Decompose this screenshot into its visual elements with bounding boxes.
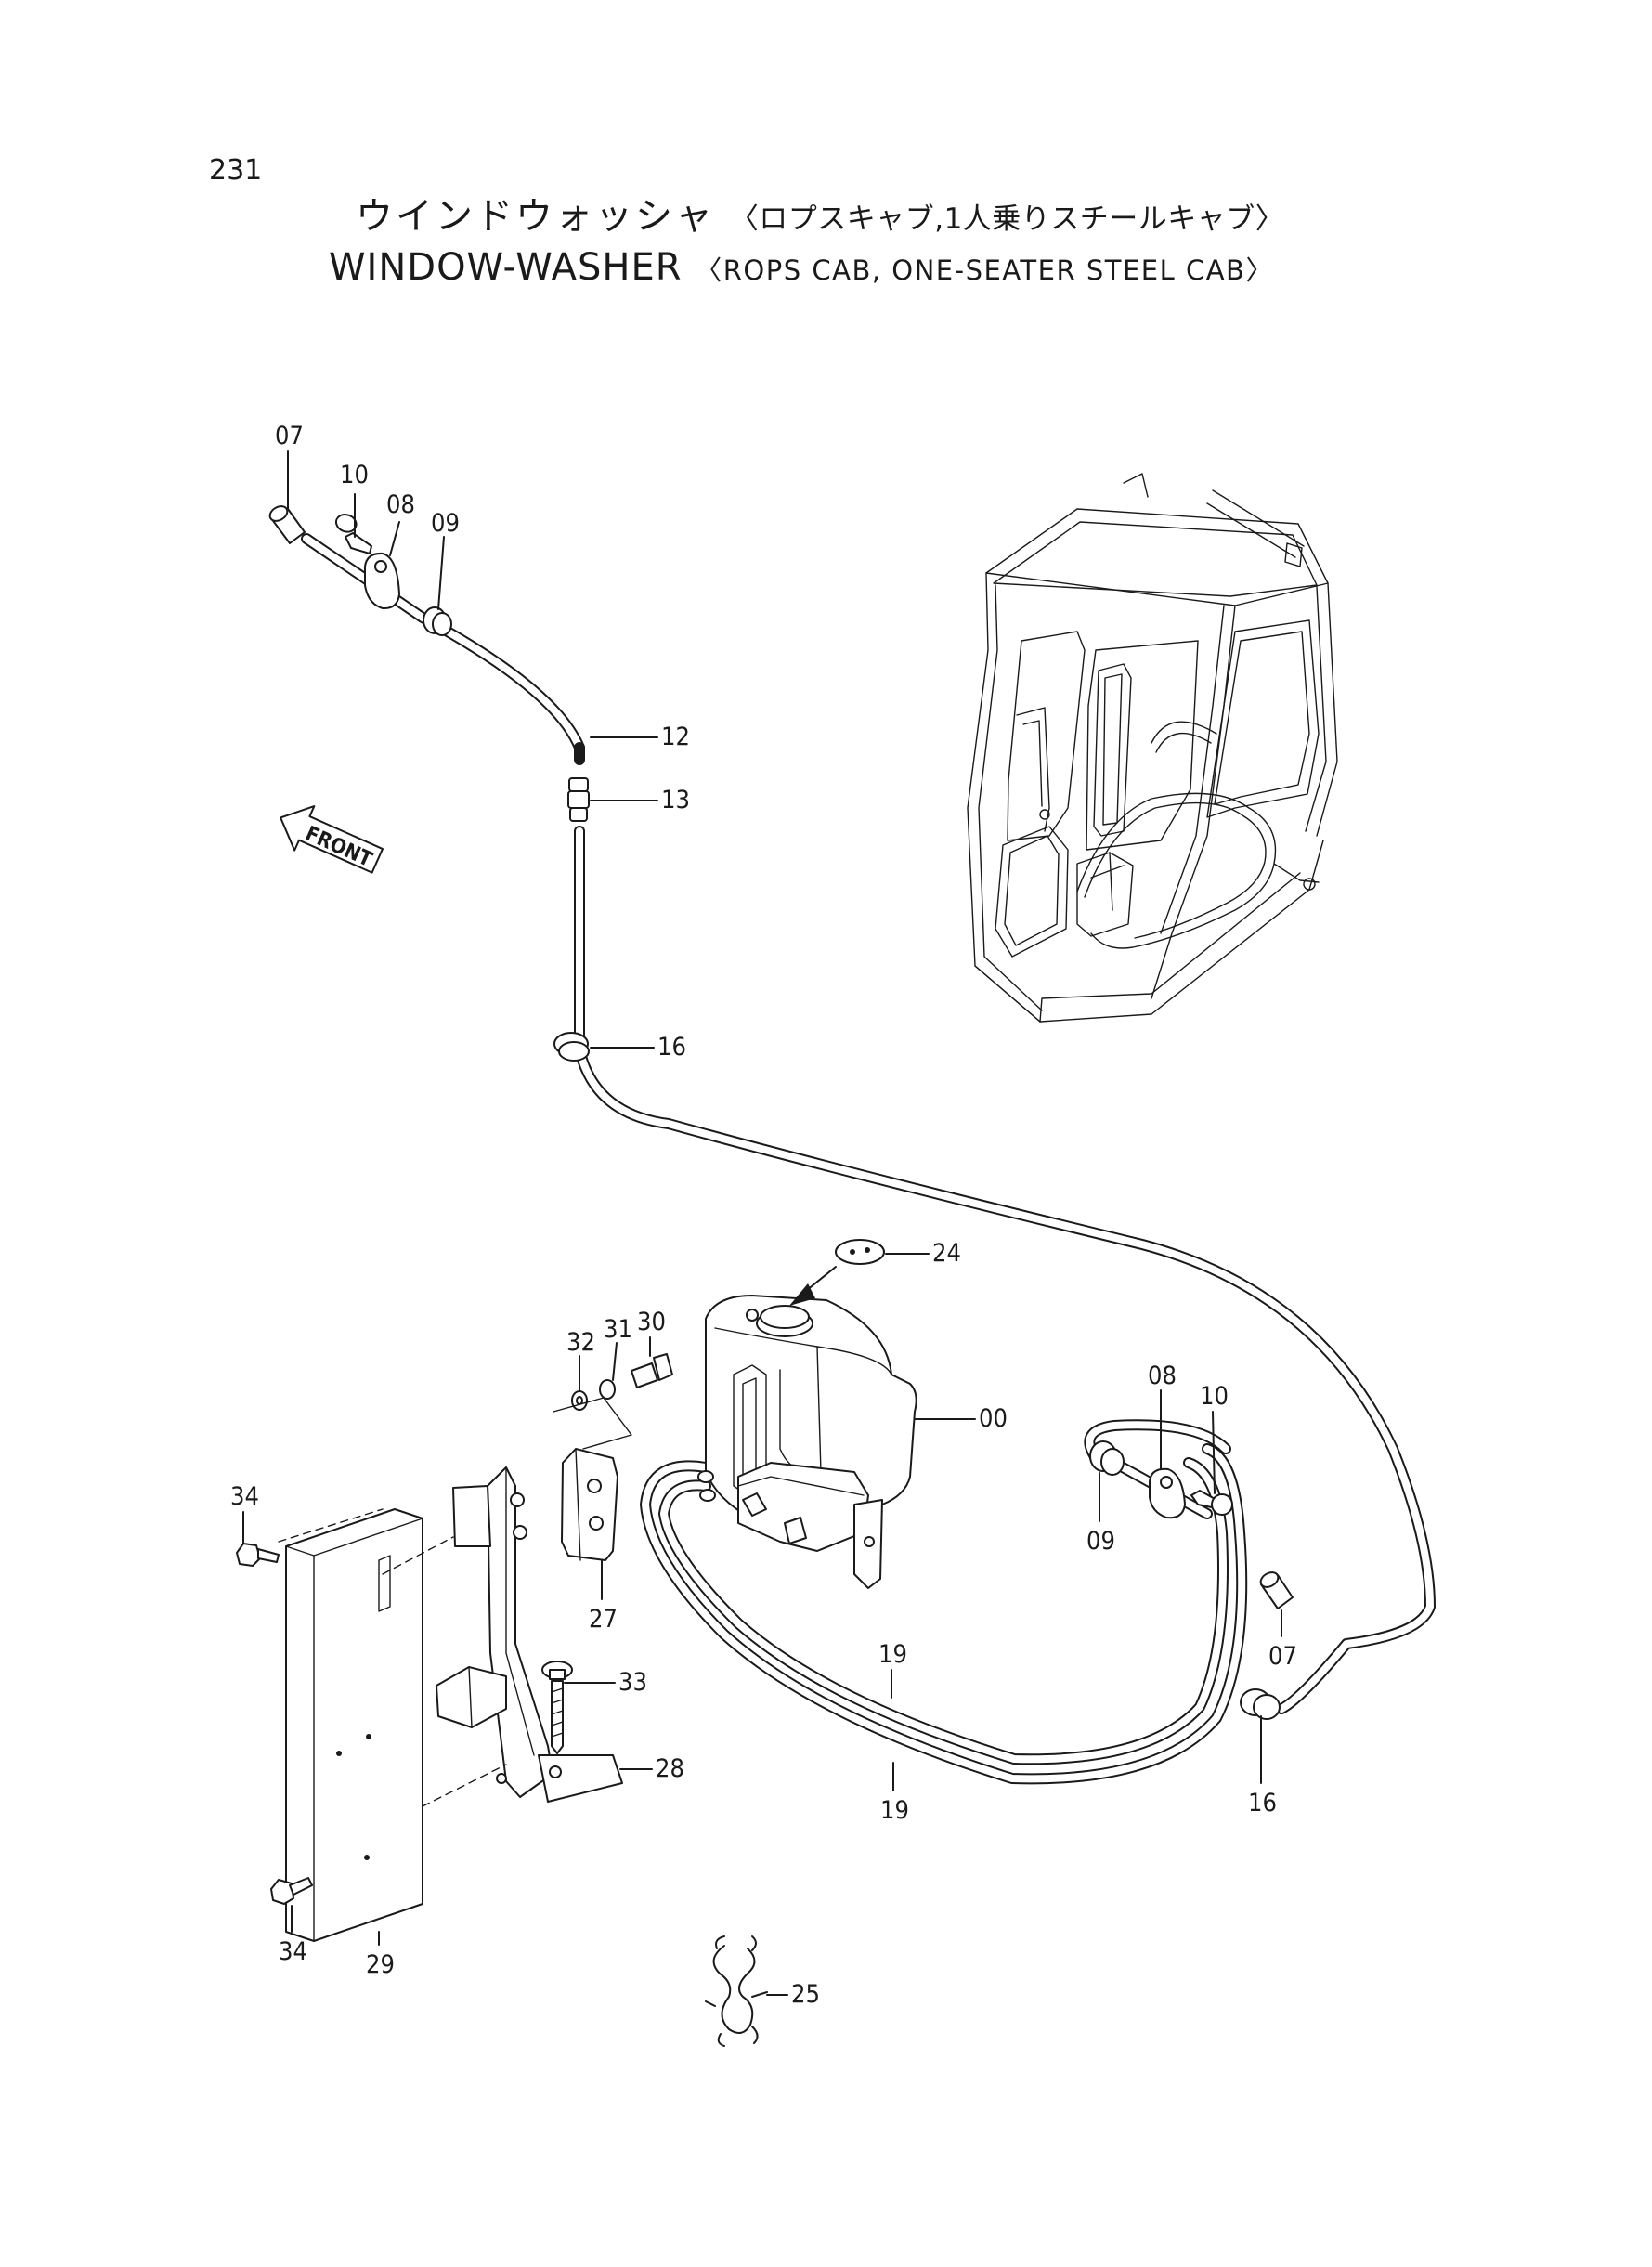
callout-09-right: 09 <box>1086 1527 1115 1556</box>
subtitle-english: 〈ROPS CAB, ONE-SEATER STEEL CAB〉 <box>695 254 1274 286</box>
callout-10-upper: 10 <box>340 461 369 489</box>
part-32-nut <box>571 1390 588 1411</box>
part-25-clip <box>705 1935 768 2047</box>
subtitle-japanese: 〈ロプスキャブ,1人乗りスチールキャブ〉 <box>729 202 1285 236</box>
callout-33: 33 <box>618 1668 647 1697</box>
callout-34-upper: 34 <box>230 1482 259 1511</box>
callout-07-upper: 07 <box>275 422 304 450</box>
part-09-grommet-right <box>1089 1440 1125 1476</box>
callout-16-upper: 16 <box>657 1033 686 1062</box>
part-34-bolt-upper <box>236 1543 280 1567</box>
leader-lines <box>242 450 1282 1996</box>
part-24-cap <box>835 1239 885 1265</box>
part-10-bolt-right <box>1190 1490 1233 1516</box>
title-japanese-main: ウインドウォッシャ <box>356 195 715 238</box>
callout-19-lower: 19 <box>880 1796 909 1825</box>
page-number: 231 <box>209 154 263 187</box>
callout-10-right: 10 <box>1200 1382 1229 1411</box>
callout-28: 28 <box>656 1754 684 1783</box>
callout-07-right: 07 <box>1268 1642 1297 1671</box>
part-13-connector <box>567 777 590 822</box>
part-09-grommet-upper <box>423 606 452 636</box>
callout-32: 32 <box>566 1328 595 1357</box>
callout-25: 25 <box>791 1980 820 2009</box>
part-07-nozzle-upper <box>268 505 306 544</box>
title-english-main: WINDOW-WASHER <box>329 246 683 289</box>
callout-09-upper: 09 <box>431 509 460 538</box>
callout-24: 24 <box>932 1239 961 1268</box>
part-16-grommet-lower <box>1240 1688 1281 1720</box>
washer-hoses <box>574 1044 1436 1785</box>
title-japanese: ウインドウォッシャ 〈ロプスキャブ,1人乗りスチールキャブ〉 <box>356 186 1284 240</box>
callout-13: 13 <box>661 786 690 814</box>
upper-nozzle-assembly <box>268 505 590 1041</box>
callout-19-upper: 19 <box>878 1640 907 1669</box>
callout-16-lower: 16 <box>1248 1789 1277 1818</box>
part-08-bracket-right <box>1149 1467 1186 1519</box>
part-33-bolt <box>541 1661 573 1754</box>
part-08-bracket-upper <box>364 552 400 610</box>
part-27-bracket <box>561 1448 618 1561</box>
callout-30: 30 <box>637 1308 666 1336</box>
callout-labels: 07 10 08 09 12 13 16 24 30 31 32 00 08 1… <box>230 422 1297 2009</box>
callout-12: 12 <box>661 723 690 751</box>
callout-29: 29 <box>366 1950 395 1979</box>
part-00-washer-tank <box>697 1295 917 1589</box>
part-29-panel <box>278 1508 507 1942</box>
part-30-bolt <box>631 1353 673 1388</box>
callout-34-lower: 34 <box>279 1937 307 1966</box>
right-nozzle-assembly <box>1089 1440 1294 1609</box>
part-16-grommet-upper <box>553 1032 590 1062</box>
cab-illustration <box>967 473 1338 1023</box>
part-31-washer <box>599 1379 616 1400</box>
part-34-bolt-lower <box>270 1877 313 1905</box>
callout-27: 27 <box>589 1605 618 1634</box>
part-07-nozzle-right <box>1259 1571 1294 1609</box>
callout-00: 00 <box>979 1404 1008 1433</box>
callout-08-upper: 08 <box>386 490 415 519</box>
title-english: WINDOW-WASHER 〈ROPS CAB, ONE-SEATER STEE… <box>329 246 1274 289</box>
part-10-bolt-upper <box>334 514 372 554</box>
part-28-mounting-bracket <box>436 1466 623 1803</box>
tank-cap-arrow <box>789 1266 837 1306</box>
front-arrow: FRONT <box>280 805 384 874</box>
callout-08-right: 08 <box>1148 1362 1177 1390</box>
callout-31: 31 <box>604 1315 632 1344</box>
